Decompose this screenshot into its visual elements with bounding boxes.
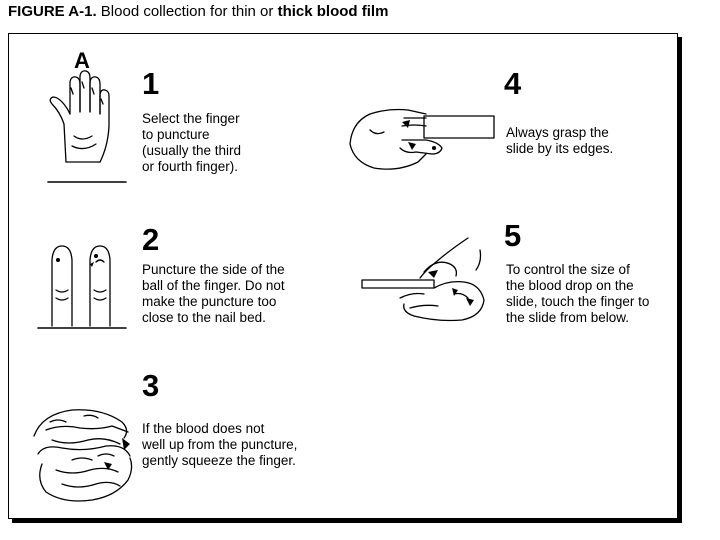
hand-icon: A [40,42,130,188]
fingers-icon [34,240,130,334]
frame-shadow-right [678,37,682,523]
step-text-3: If the blood does not well up from the p… [142,421,298,468]
figure-title: FIGURE A-1. Blood collection for thin or… [8,3,388,20]
step-text-2: Puncture the side of the ball of the fin… [142,262,285,325]
hand-holding-slide-icon [346,92,500,176]
step-text-4: Always grasp the slide by its edges. [506,125,614,156]
step-number-2: 2 [142,222,160,257]
squeezing-hands-icon [32,400,136,510]
step-number-1: 1 [142,66,160,101]
step-number-3: 3 [142,368,160,403]
figure-frame [8,33,678,519]
finger-marker: A [74,48,90,73]
figure-title-bold: thick blood film [277,3,389,20]
finger-touching-slide-icon [358,236,494,328]
frame-shadow-bottom [12,519,682,523]
step-number-4: 4 [504,66,522,101]
figure-title-text: Blood collection for thin or [100,3,274,20]
step-text-5: To control the size of the blood drop on… [506,262,650,325]
figure-label: FIGURE A-1. [8,3,97,20]
step-text-1: Select the finger to puncture (usually t… [142,111,242,174]
step-number-5: 5 [504,218,522,253]
